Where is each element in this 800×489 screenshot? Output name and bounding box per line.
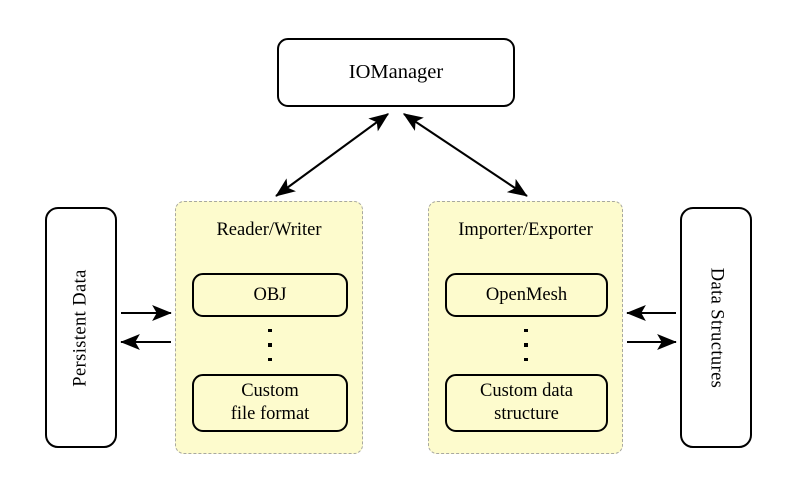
- ellipsis-dot: [268, 357, 272, 361]
- custom-data-structure-line2: structure: [494, 404, 559, 424]
- ellipsis-importer-exporter: [516, 325, 536, 365]
- panel-reader-writer-title: Reader/Writer: [216, 220, 322, 240]
- custom-file-format-line2: file format: [230, 404, 310, 424]
- iomanager-label: IOManager: [348, 61, 444, 84]
- custom-file-format-label: Custom file format: [231, 380, 310, 425]
- node-custom-file-format[interactable]: Custom file format: [192, 374, 348, 432]
- custom-data-structure-label: Custom data structure: [480, 380, 573, 425]
- panel-reader-writer[interactable]: Reader/Writer OBJ Custom file format: [175, 201, 363, 454]
- obj-label: OBJ: [253, 284, 287, 305]
- ellipsis-dot: [524, 329, 528, 333]
- node-openmesh[interactable]: OpenMesh: [445, 273, 608, 317]
- custom-file-format-line1: Custom: [241, 381, 299, 402]
- node-obj[interactable]: OBJ: [192, 273, 348, 317]
- data-structures-label: Data Structures: [706, 267, 727, 388]
- ellipsis-dot: [524, 343, 528, 347]
- arrow-manager-readerwriter: [275, 113, 390, 197]
- ellipsis-reader-writer: [260, 325, 280, 365]
- ellipsis-dot: [268, 329, 272, 333]
- panel-importer-exporter-title: Importer/Exporter: [458, 220, 593, 240]
- arrow-manager-importerexporter: [402, 113, 528, 197]
- node-custom-data-structure[interactable]: Custom data structure: [445, 374, 608, 432]
- node-iomanager[interactable]: IOManager: [277, 38, 515, 107]
- node-data-structures[interactable]: Data Structures: [680, 207, 752, 448]
- panel-importer-exporter[interactable]: Importer/Exporter OpenMesh Custom data s…: [428, 201, 623, 454]
- persistent-data-label: Persistent Data: [70, 268, 91, 387]
- ellipsis-dot: [524, 357, 528, 361]
- custom-data-structure-line1: Custom data: [479, 381, 573, 402]
- openmesh-label: OpenMesh: [485, 284, 568, 305]
- node-persistent-data[interactable]: Persistent Data: [45, 207, 117, 448]
- ellipsis-dot: [268, 343, 272, 347]
